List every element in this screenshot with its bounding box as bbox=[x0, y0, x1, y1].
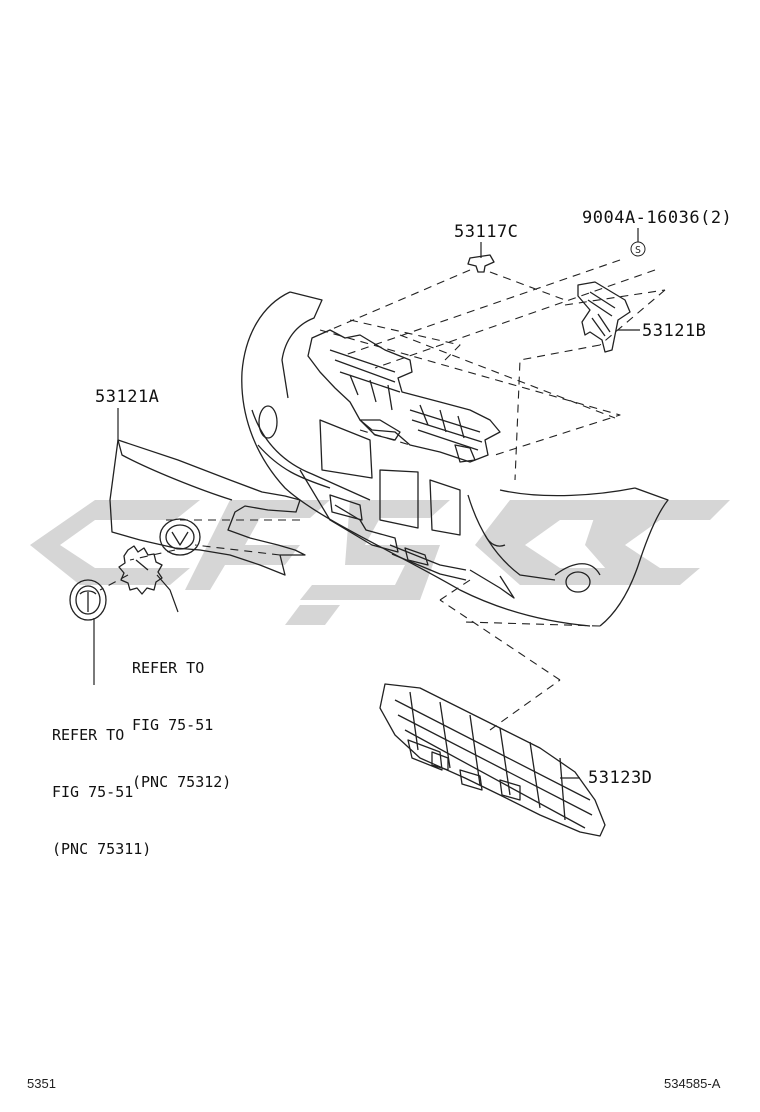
note-line: REFER TO bbox=[52, 726, 125, 744]
note-line: (PNC 75312) bbox=[132, 773, 232, 791]
note-line: FIG 75-51 bbox=[132, 716, 214, 734]
front-bumper-cover bbox=[241, 291, 669, 627]
footer-figure-number: 5351 bbox=[27, 1076, 56, 1091]
clip-53117c-part bbox=[467, 254, 495, 273]
lower-grille-53123d-part bbox=[379, 683, 606, 837]
note-emblem: REFER TO FIG 75-51 (PNC 75311) bbox=[52, 688, 151, 878]
leader-lines bbox=[93, 228, 640, 779]
footer-illustration-id: 534585-A bbox=[664, 1076, 721, 1091]
watermark-logo bbox=[30, 500, 730, 625]
callout-9004a-16036: 9004A-16036(2) bbox=[582, 208, 733, 228]
bracket-53121b-part bbox=[577, 281, 631, 353]
callout-53121b: 53121B bbox=[642, 321, 707, 341]
callout-53117c: 53117C bbox=[454, 222, 519, 242]
callout-53121a: 53121A bbox=[95, 387, 160, 407]
emblem-base-part bbox=[118, 545, 163, 595]
note-line: REFER TO bbox=[132, 659, 205, 677]
note-line: (PNC 75311) bbox=[52, 840, 152, 858]
note-line: FIG 75-51 bbox=[52, 783, 134, 801]
emblem-part bbox=[69, 579, 107, 621]
callout-53123d: 53123D bbox=[588, 768, 653, 788]
assembly-dashed-lines bbox=[99, 259, 666, 731]
upper-grille-53121a-part bbox=[109, 439, 306, 576]
radiator-support bbox=[307, 329, 501, 463]
note-emblem-base: REFER TO FIG 75-51 (PNC 75312) bbox=[132, 621, 231, 811]
screw-symbol-letter: S bbox=[635, 245, 641, 256]
